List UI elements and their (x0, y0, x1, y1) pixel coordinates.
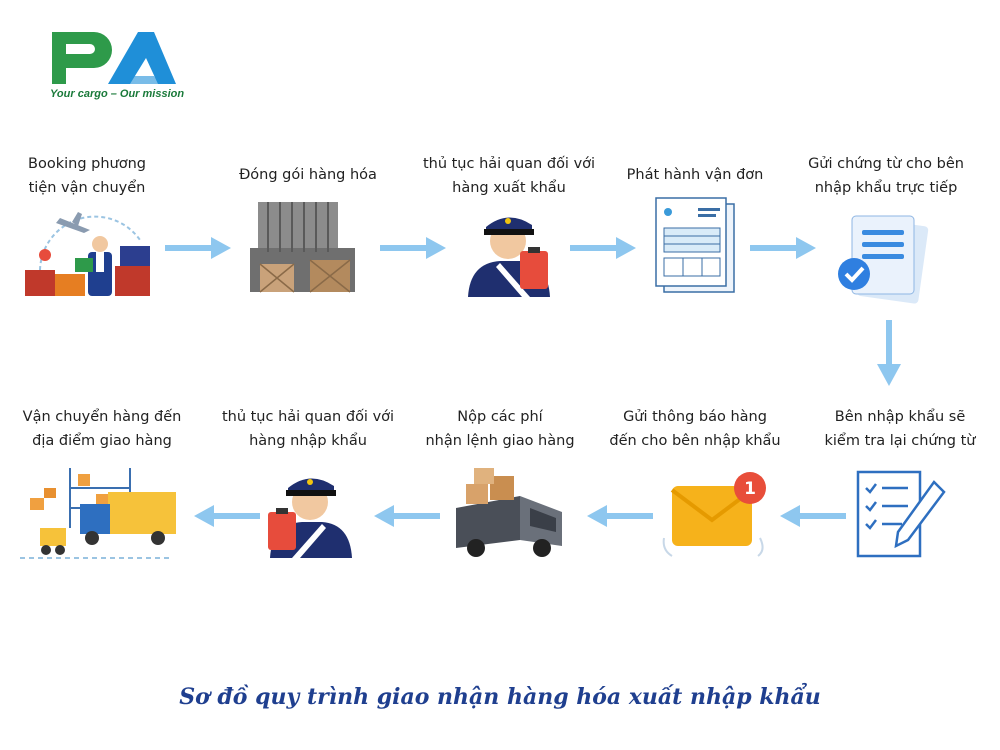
arrow-right-2 (380, 237, 446, 259)
step-import-customs: thủ tục hải quan đối với hàng nhập khẩu (208, 405, 408, 453)
step-label-line1: Nộp các phí (457, 409, 543, 425)
arrow-left-3 (587, 505, 653, 527)
step-label-line1: Phát hành vận đơn (626, 167, 764, 183)
step-label-line1: Vận chuyển hàng đến (22, 409, 182, 425)
step-label-line1: Gửi thông báo hàng (623, 409, 767, 425)
step-label-line1: Booking phương (28, 156, 146, 172)
step-label-line2: kiểm tra lại chứng từ (824, 433, 976, 449)
step-packing: Đóng gói hàng hóa (208, 163, 408, 187)
step-label-line2: tiện vận chuyển (28, 180, 146, 196)
documents-check-icon (838, 215, 929, 304)
step-label-line2: hàng xuất khẩu (452, 180, 566, 196)
step-notify-arrival: Gửi thông báo hàng đến cho bên nhập khẩu (595, 405, 795, 453)
step-label-line2: hàng nhập khẩu (249, 433, 367, 449)
checklist-pen-icon (856, 470, 946, 558)
bill-of-lading-icon (655, 197, 735, 293)
step-label-line1: thủ tục hải quan đối với (422, 156, 596, 172)
customs-officer-icon (468, 217, 550, 297)
step-label-line2: đến cho bên nhập khẩu (609, 433, 781, 449)
step-bill-of-lading: Phát hành vận đơn (595, 163, 795, 187)
cargo-truck-icon (456, 468, 562, 557)
step-send-documents: Gửi chứng từ cho bên nhập khẩu trực tiếp (786, 152, 986, 200)
step-label-line2: nhận lệnh giao hàng (425, 433, 575, 449)
warehouse-delivery-icon (20, 468, 176, 559)
arrow-right-3 (570, 237, 636, 259)
step-label-line1: thủ tục hải quan đối với (221, 409, 395, 425)
step-label-line1: Gửi chứng từ cho bên (808, 156, 964, 172)
notification-badge-count: 1 (744, 479, 756, 499)
logistics-person-icon (25, 212, 150, 296)
step-booking: Booking phương tiện vận chuyển (0, 152, 187, 200)
arrow-down (877, 320, 901, 386)
step-export-customs: thủ tục hải quan đối với hàng xuất khẩu (409, 152, 609, 200)
arrow-left-1 (194, 505, 260, 527)
diagram-caption: Sơ đồ quy trình giao nhận hàng hóa xuất … (179, 684, 821, 710)
step-label-line2: nhập khẩu trực tiếp (814, 180, 958, 196)
shipping-container-icon (250, 202, 355, 293)
customs-officer-icon (268, 478, 352, 558)
arrow-left-4 (780, 505, 846, 527)
step-label-line1: Đóng gói hàng hóa (239, 167, 377, 183)
step-review-documents: Bên nhập khẩu sẽ kiểm tra lại chứng từ (800, 405, 1000, 453)
step-label-line2: địa điểm giao hàng (32, 433, 172, 449)
arrow-right-4 (750, 237, 816, 259)
step-deliver-goods: Vận chuyển hàng đến địa điểm giao hàng (2, 405, 202, 453)
arrow-left-2 (374, 505, 440, 527)
step-label-line1: Bên nhập khẩu sẽ (834, 409, 966, 425)
arrow-right-1 (165, 237, 231, 259)
step-pay-fees: Nộp các phí nhận lệnh giao hàng (400, 405, 600, 453)
logo-tagline: Your cargo – Our mission (50, 88, 185, 100)
mail-notification-icon: 1 (662, 472, 766, 557)
company-logo (52, 32, 176, 84)
